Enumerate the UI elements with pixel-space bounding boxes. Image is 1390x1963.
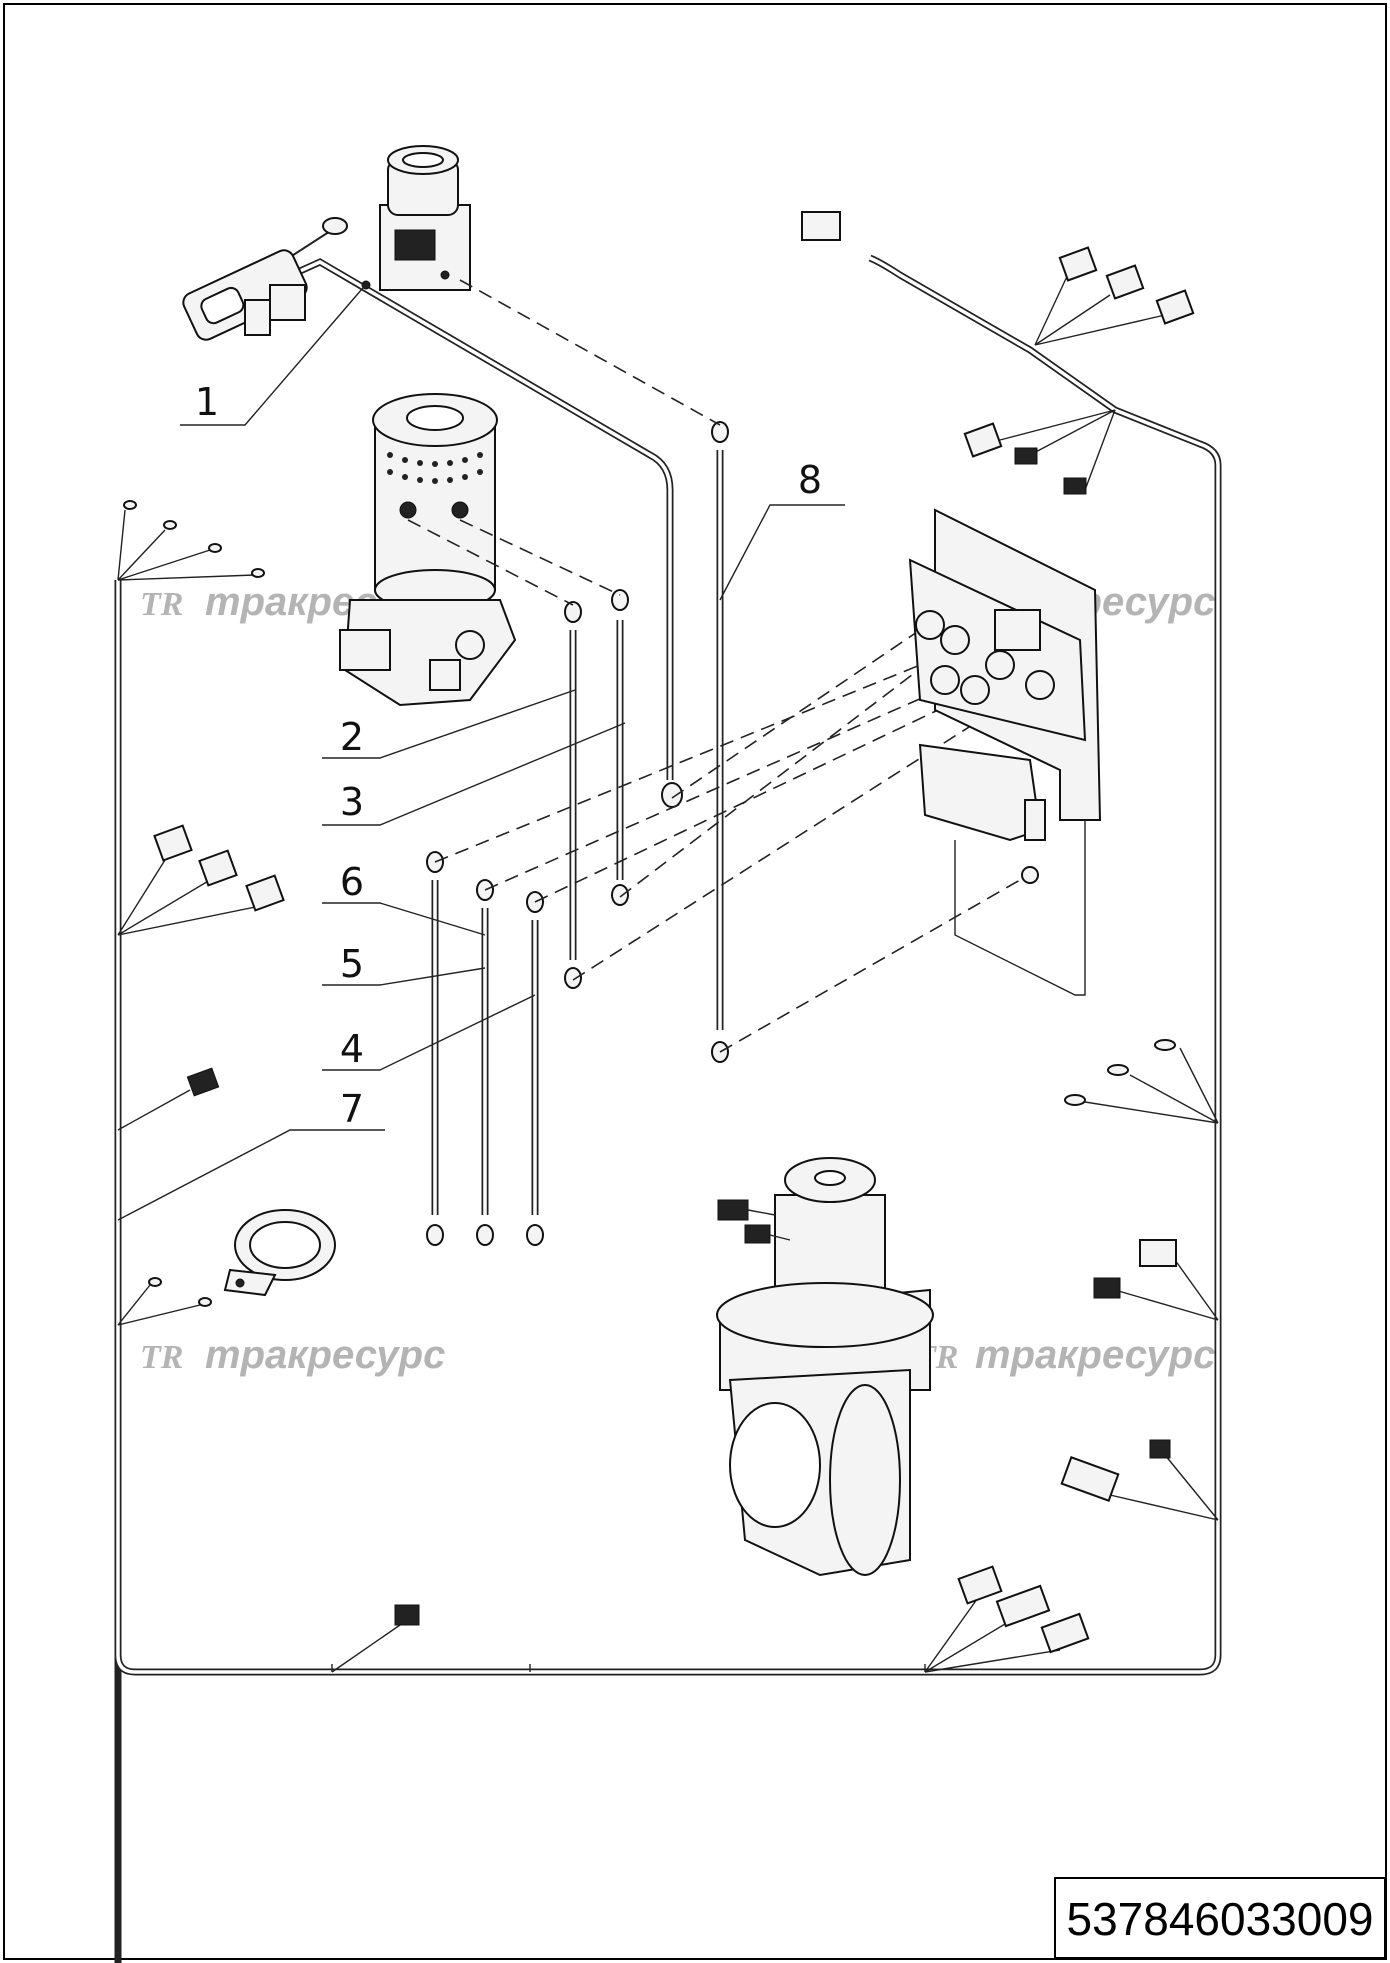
connector-group-left-middle	[117, 824, 285, 1326]
document-number: 537846033009	[1067, 1893, 1374, 1945]
connector-group-right	[331, 1039, 1219, 1673]
callout-2: 2	[340, 715, 364, 759]
key-switch	[379, 145, 471, 291]
traction-motor	[716, 1157, 934, 1577]
watermark-logo: TR	[140, 1339, 183, 1376]
callout-4: 4	[340, 1027, 364, 1071]
assembly-dashed-lines	[407, 279, 1021, 1053]
cable-8	[711, 421, 729, 1063]
watermark-bottom-right: TR тракресурс	[915, 1333, 1215, 1377]
cable-4	[526, 891, 544, 1246]
callout-7: 7	[340, 1087, 364, 1131]
watermark-bottom-left: TR тракресурс	[140, 1333, 445, 1377]
cable-2	[564, 601, 582, 989]
connector-group-top-right	[801, 211, 1195, 495]
cable-6	[426, 851, 444, 1246]
callout-8: 8	[798, 458, 822, 502]
terminal-group-left-top	[117, 500, 265, 581]
callout-1: 1	[195, 380, 219, 424]
watermark-logo: TR	[140, 586, 183, 623]
pump-motor	[339, 393, 517, 707]
watermark-text: тракресурс	[205, 1333, 445, 1377]
watermark-text: тракресурс	[975, 1333, 1215, 1377]
cable-1-assembly	[182, 217, 683, 808]
callout-6: 6	[340, 860, 364, 904]
horn	[223, 1209, 336, 1297]
sheet-frame	[3, 3, 1387, 1960]
callout-5: 5	[340, 942, 364, 986]
cable-3	[611, 589, 629, 906]
motor-controller-panel	[908, 508, 1102, 996]
callout-3: 3	[340, 780, 364, 824]
main-harness	[114, 254, 1222, 1963]
callout-leaders	[117, 281, 845, 1221]
document-number-box: 537846033009	[1054, 1877, 1386, 1959]
